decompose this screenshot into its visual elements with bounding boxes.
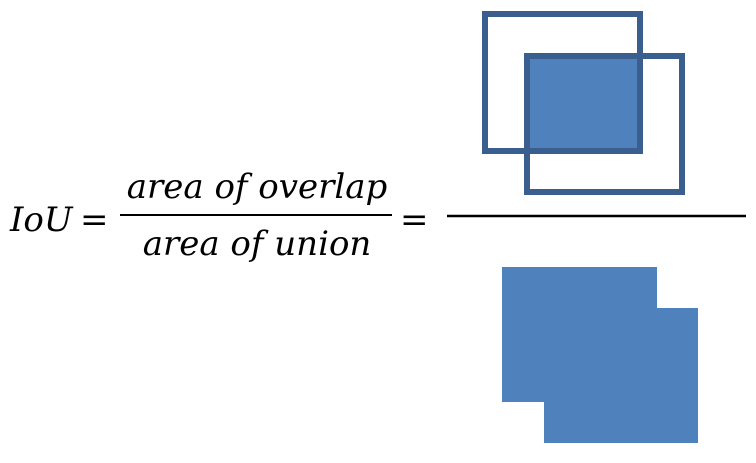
formula-equals-sign: = xyxy=(80,200,109,240)
fraction-line xyxy=(120,214,392,216)
formula-lhs: IoU xyxy=(10,200,73,240)
formula-equals-sign-2: = xyxy=(400,200,429,240)
union-fill xyxy=(502,267,698,443)
fraction-denominator: area of union xyxy=(142,224,372,264)
box-b-outline xyxy=(524,53,685,195)
fraction-numerator: area of overlap xyxy=(126,167,388,207)
box-a-outline xyxy=(482,11,643,154)
overlap-fill xyxy=(527,56,640,151)
